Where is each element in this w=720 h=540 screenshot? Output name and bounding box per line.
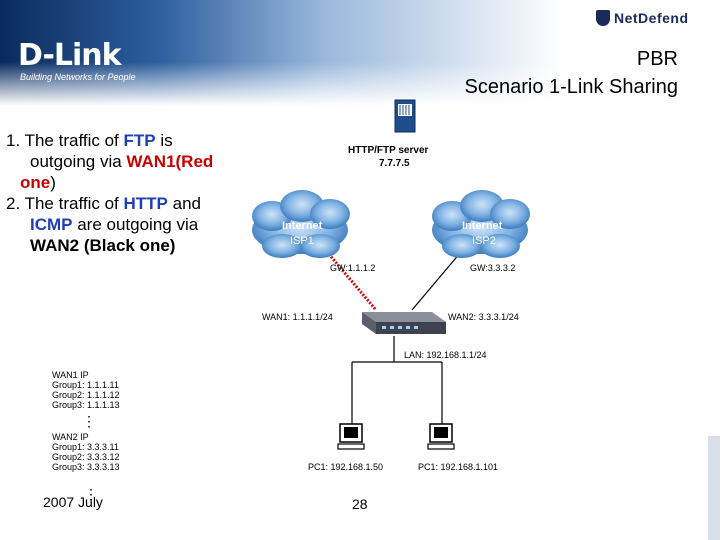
pc-icon [337,423,365,450]
wan2-group-item: Group2: 3.3.3.12 [52,452,120,462]
bullet-1-line2: outgoing via WAN1(Red [30,152,214,171]
wan1-group-item: Group3: 1.1.1.13 [52,400,120,410]
isp1-label: ISP1 [290,235,314,247]
dlink-tagline: Building Networks for People [20,72,136,82]
cloud-label-isp1: Internet [282,220,323,232]
shield-icon [596,10,610,26]
wan2-group-item: Group1: 3.3.3.11 [52,442,119,452]
ip-groups: WAN1 IP Group1: 1.1.1.11 Group2: 1.1.1.1… [52,370,120,472]
pc-icon [427,423,455,450]
server-icon [394,99,416,133]
server-ip: 7.7.7.5 [379,158,410,169]
ellipsis-dots: ⋮ [82,413,96,429]
wan2-group-item: Group3: 3.3.3.13 [52,462,120,472]
server-label: HTTP/FTP server [348,145,429,156]
cloud-isp1 [252,190,350,258]
wan1-label: WAN1: 1.1.1.1/24 [262,312,333,322]
slide-title: PBR [636,48,678,70]
pc1a-label: PC1: 192.168.1.50 [308,462,384,472]
gw2-label: GW:3.3.3.2 [470,263,516,273]
wan1-group-item: Group1: 1.1.1.11 [52,380,119,390]
wan1-groups-title: WAN1 IP [52,370,89,380]
cloud-isp2 [432,190,530,258]
bullet-list: 1. The traffic of FTP is outgoing via WA… [6,130,241,256]
slide-subtitle: Scenario 1-Link Sharing [464,76,678,98]
right-edge-bar [708,436,720,540]
firewall-device-icon [362,312,446,334]
wan1-group-item: Group2: 1.1.1.12 [52,390,120,400]
bullet-1-line3: one) [20,173,56,192]
netdefend-text: NetDefend [614,10,689,26]
wan2-groups-title: WAN2 IP [52,432,89,442]
bullet-2-line2: ICMP are outgoing via [30,215,199,234]
pc1b-label: PC1: 192.168.1.101 [418,462,499,472]
cloud-label-isp2: Internet [462,220,503,232]
ellipsis-dots: ⋮ [84,486,98,502]
netdefend-logo: NetDefend [596,10,689,26]
bullet-2-line3: WAN2 (Black one) [30,236,176,255]
bullet-2: 2. The traffic of HTTP and [6,194,201,213]
dlink-logo: D-Link [18,38,122,73]
footer-date: 2007 July [43,494,103,510]
gw1-label: GW:1.1.1.2 [330,263,376,273]
lan-label: LAN: 192.168.1.1/24 [404,350,487,360]
banner-fade [0,62,720,108]
page-number: 28 [352,496,368,512]
bullet-1: 1. The traffic of FTP is [6,131,173,150]
isp2-label: ISP2 [472,235,496,247]
wan2-label: WAN2: 3.3.3.1/24 [448,312,519,322]
